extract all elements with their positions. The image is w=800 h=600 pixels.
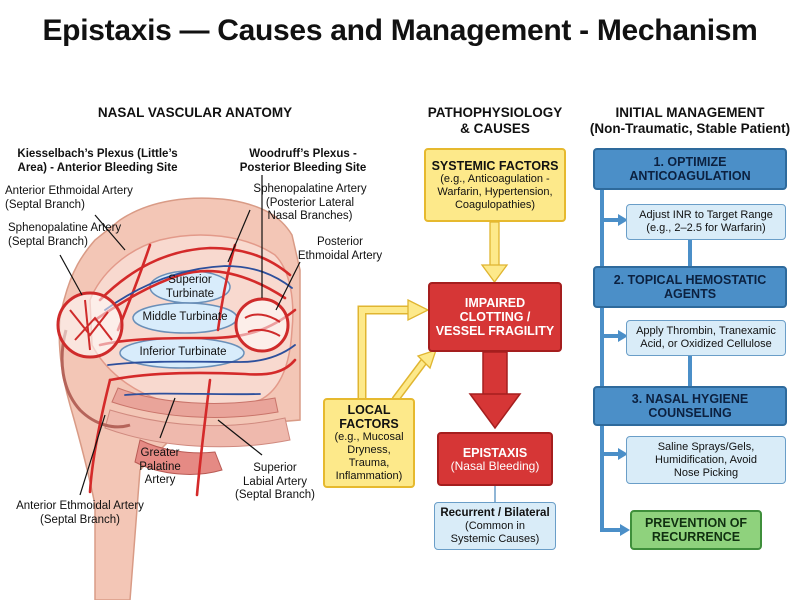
nostril (60, 329, 131, 429)
kiesselbach-vessels (69, 299, 113, 351)
label-ant-ethmoid-top: Anterior Ethmoidal Artery(Septal Branch) (5, 185, 133, 211)
leader-greater-palatine (159, 397, 176, 439)
patho-heading: PATHOPHYSIOLOGY& CAUSES (427, 105, 563, 136)
woodruff-vessels (244, 313, 281, 337)
label-woodruff: Woodruff’s Plexus -Posterior Bleeding Si… (239, 148, 367, 174)
leader-post-ethmoid (275, 261, 301, 311)
mgmt-spine (600, 190, 622, 532)
recurrent-box: Recurrent / Bilateral (Common in Systemi… (434, 502, 556, 550)
local-factors-box: LOCAL FACTORS (e.g., Mucosal Dryness, Tr… (323, 398, 415, 488)
arrow-epistaxis-head (468, 393, 522, 430)
mgmt-head-3 (618, 448, 628, 460)
impaired-clotting-box: IMPAIRED CLOTTING / VESSEL FRAGILITY (428, 282, 562, 352)
prevention-box: PREVENTION OF RECURRENCE (630, 510, 762, 550)
label-ant-ethmoid-bottom: Anterior Ethmoidal Artery(Septal Branch) (16, 500, 144, 526)
mgmt-arrow-1 (600, 190, 620, 222)
arrow-local-elbow-head (407, 298, 430, 322)
systemic-factors-box: SYSTEMIC FACTORS (e.g., Anticoagulation … (424, 148, 566, 222)
artery-2 (93, 269, 287, 322)
step1-box: 1. OPTIMIZE ANTICOAGULATION (593, 148, 787, 190)
arrow-systemic-head (480, 264, 509, 284)
woodruff-highlight (234, 297, 290, 353)
step3-detail-box: Saline Sprays/Gels, Humidification, Avoi… (626, 436, 786, 484)
mgmt-head-2 (618, 330, 628, 342)
label-spheno-septal: Sphenopalatine Artery(Septal Branch) (8, 222, 122, 248)
artery-6 (216, 243, 237, 332)
mgmt-arrow-3 (600, 425, 620, 456)
arrow-local-diag-fill (393, 358, 427, 402)
page-title: Epistaxis — Causes and Management - Mech… (42, 14, 758, 47)
arrow-local-elbow-fill (359, 307, 410, 398)
leader-ant-ethmoid-top (94, 214, 126, 251)
artery-4 (108, 358, 297, 382)
step2-detail-box: Apply Thrombin, Tranexamic Acid, or Oxid… (626, 320, 786, 356)
hard-palate (111, 387, 279, 418)
label-inferior-turbinate: Inferior Turbinate (139, 346, 227, 358)
mgmt-head-1 (618, 214, 628, 226)
step1-detail-box: Adjust INR to Target Range (e.g., 2–2.5 … (626, 204, 786, 240)
leader-ant-ethmoid-bottom (79, 414, 106, 496)
leader-spheno-septal (59, 254, 83, 296)
vein-2 (107, 344, 296, 366)
management-heading: INITIAL MANAGEMENT(Non-Traumatic, Stable… (589, 105, 791, 136)
artery-1 (98, 246, 292, 302)
palate-layer (104, 409, 291, 448)
label-middle-turbinate: Middle Turbinate (142, 311, 228, 323)
arrow-local-diag-head (416, 348, 438, 370)
kiesselbach-highlight (56, 291, 124, 359)
artery-7 (195, 378, 212, 497)
epistaxis-box: EPISTAXIS (Nasal Bleeding) (437, 432, 553, 486)
leader-superior-labial (217, 419, 263, 456)
mgmt-arrow-2 (600, 308, 620, 338)
anatomy-heading: NASAL VASCULAR ANATOMY (97, 105, 293, 120)
step3-box: 3. NASAL HYGIENE COUNSELING (593, 386, 787, 426)
arrow-systemic-shaft (489, 221, 500, 267)
vein-3 (124, 392, 261, 396)
step2-box: 2. TOPICAL HEMOSTATIC AGENTS (593, 266, 787, 308)
arrow-epistaxis-shaft (482, 351, 508, 396)
mgmt-head-4 (620, 524, 630, 536)
leader-spheno-lateral (227, 209, 251, 263)
vein-1 (104, 265, 293, 311)
